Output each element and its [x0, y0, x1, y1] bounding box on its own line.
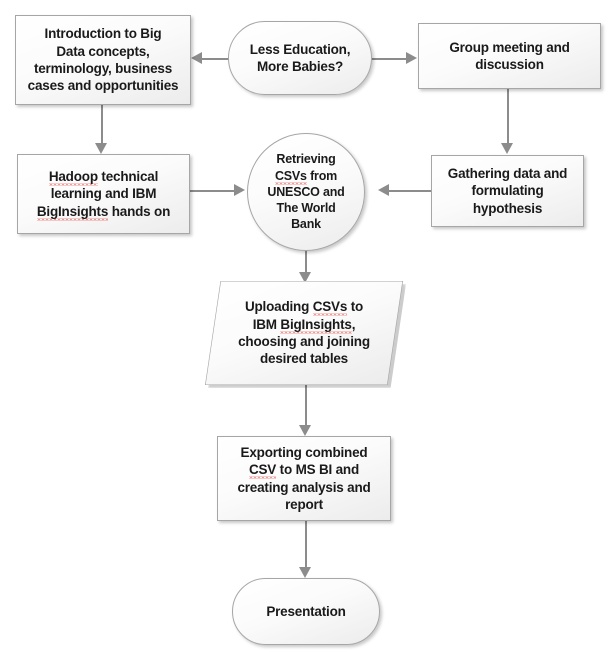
node-gathering-label: Gathering data and formulating hypothesi…	[447, 166, 568, 216]
node-exporting-misspelled-csv: CSV	[248, 462, 277, 478]
node-uploading-line1-a: Uploading	[244, 299, 313, 315]
node-exporting-line2-rest: to MS BI and	[276, 462, 360, 478]
node-less-education-more-babies[interactable]: Less Education, More Babies?	[228, 21, 372, 95]
node-retrieving-line1: Retrieving	[276, 152, 336, 167]
node-group-meeting-and-discussion[interactable]: Group meeting and discussion	[418, 23, 601, 89]
edge-topic-to-meeting-line	[372, 58, 406, 60]
node-hadoop-line1-rest: technical	[97, 169, 159, 185]
edge-intro-to-hadoop-line	[101, 105, 103, 143]
node-retrieving-line4: The World	[276, 201, 336, 216]
node-hadoop-misspelled-biginsights: BigInsights	[36, 203, 109, 219]
edge-topic-to-intro-arrowhead	[191, 52, 202, 64]
edge-hadoop-to-retrieving-arrowhead	[234, 184, 245, 196]
node-hadoop-line2: learning and IBM	[50, 186, 157, 202]
node-meeting-label: Group meeting and discussion	[449, 39, 570, 72]
node-exporting-line4: report	[285, 496, 323, 512]
edge-meeting-to-gathering-line	[507, 89, 509, 143]
node-retrieving-line2-rest: from	[306, 168, 338, 183]
node-uploading-line2-a: IBM	[252, 316, 281, 332]
parallelogram-fill	[205, 281, 403, 385]
node-exporting-line1: Exporting combined	[240, 444, 368, 460]
node-hadoop-line3-rest: hands on	[108, 203, 171, 219]
edge-retrieving-to-uploading-line	[305, 250, 307, 272]
edge-uploading-to-exporting-arrowhead	[299, 425, 311, 436]
edge-topic-to-intro-line	[202, 58, 230, 60]
node-introduction-label: Introduction to Big Data concepts, termi…	[27, 26, 179, 94]
node-uploading-misspelled-biginsights: BigInsights	[280, 316, 352, 332]
edge-topic-to-meeting-arrowhead	[406, 52, 417, 64]
edge-gathering-to-retrieving-line	[389, 190, 431, 192]
node-introduction-to-big-data[interactable]: Introduction to Big Data concepts, termi…	[15, 15, 191, 105]
node-hadoop-misspelled-hadoop: Hadoop	[48, 169, 98, 185]
node-gathering-data-formulating-hypothesis[interactable]: Gathering data and formulating hypothesi…	[431, 155, 584, 227]
node-retrieving-line3: UNESCO and	[267, 184, 345, 199]
edge-gathering-to-retrieving-arrowhead	[378, 184, 389, 196]
edge-exporting-to-presentation-arrowhead	[299, 567, 311, 578]
node-retrieving-misspelled-csvs: CSVs	[274, 168, 307, 183]
edge-exporting-to-presentation-line	[305, 521, 307, 567]
node-uploading-misspelled-csvs: CSVs	[312, 299, 348, 315]
node-topic-label: Less Education, More Babies?	[249, 41, 351, 74]
edge-meeting-to-gathering-arrowhead	[501, 143, 513, 154]
edge-hadoop-to-retrieving-line	[190, 190, 234, 192]
node-presentation[interactable]: Presentation	[232, 578, 380, 645]
node-uploading-line4: desired tables	[260, 351, 348, 367]
node-uploading-line2-c: ,	[351, 316, 356, 332]
node-presentation-label: Presentation	[266, 603, 346, 619]
edge-retrieving-to-uploading-arrowhead	[299, 272, 311, 283]
node-uploading-line1-c: to	[347, 299, 364, 315]
node-uploading-line3: choosing and joining	[238, 334, 370, 349]
edge-intro-to-hadoop-arrowhead	[95, 143, 107, 154]
node-retrieving-line5: Bank	[291, 217, 321, 232]
node-exporting-line3: creating analysis and	[237, 479, 371, 495]
edge-uploading-to-exporting-line	[305, 383, 307, 425]
